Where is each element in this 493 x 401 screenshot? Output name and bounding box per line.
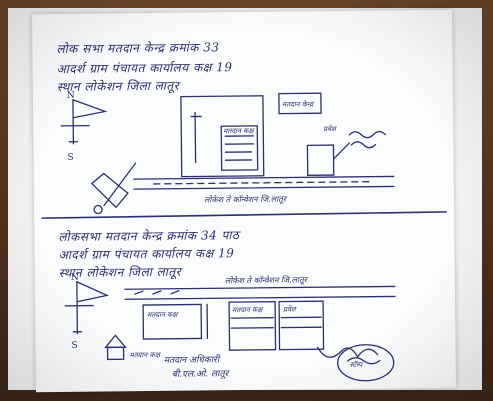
building-outline — [180, 95, 265, 178]
room-label-right-2: प्रवेश — [283, 304, 297, 313]
svg-text:N: N — [67, 91, 75, 101]
sign-board — [278, 92, 322, 115]
road-label-2: लोकेश ते कॉन्वेशन जि.लातूर — [225, 274, 309, 286]
room-mid — [228, 301, 277, 351]
handwritten-paper: लोक सभा मतदान केन्द्र क्रमांक 33 आदर्श ग… — [32, 9, 456, 393]
section-divider — [41, 211, 447, 219]
small-house-label: मतदान कक्ष — [130, 351, 162, 359]
room-box — [220, 125, 259, 171]
room-label-left-2: मतदान कक्ष — [147, 311, 179, 319]
room-label-mid-2: मतदान कक्ष — [232, 306, 264, 314]
signatory-line1: मतदान अधिकारी — [164, 353, 221, 366]
entry-label-1: प्रवेश — [323, 124, 337, 133]
room-label-1: मतदान कक्ष — [223, 127, 255, 135]
signature-scribble — [316, 346, 379, 359]
svg-text:S: S — [67, 153, 73, 163]
small-building — [306, 144, 335, 176]
road2-edge-top — [124, 285, 396, 290]
svg-text:S: S — [71, 341, 77, 351]
road-edge-top — [133, 175, 395, 180]
stamp-outline — [337, 344, 395, 382]
room-right — [278, 300, 325, 351]
road2-edge-bottom — [124, 295, 396, 300]
road-label-1: लोकेश ते कॉन्वेशन जि.लातूर — [204, 194, 288, 206]
room-left — [142, 303, 203, 340]
road-edge-bottom — [133, 185, 395, 190]
house-icon — [104, 334, 127, 349]
north-arrow-icon-2 — [64, 281, 110, 335]
north-arrow-icon — [60, 99, 108, 145]
sign-board-label: मतदान केन्द्र — [282, 99, 314, 108]
stamp-text: स्टॅम्प — [350, 360, 365, 369]
handwritten-map-sketch: N S — [41, 91, 447, 382]
signatory-line2: बी.एल.ओ. लातूर — [172, 367, 231, 380]
svg-text:N: N — [71, 273, 79, 283]
